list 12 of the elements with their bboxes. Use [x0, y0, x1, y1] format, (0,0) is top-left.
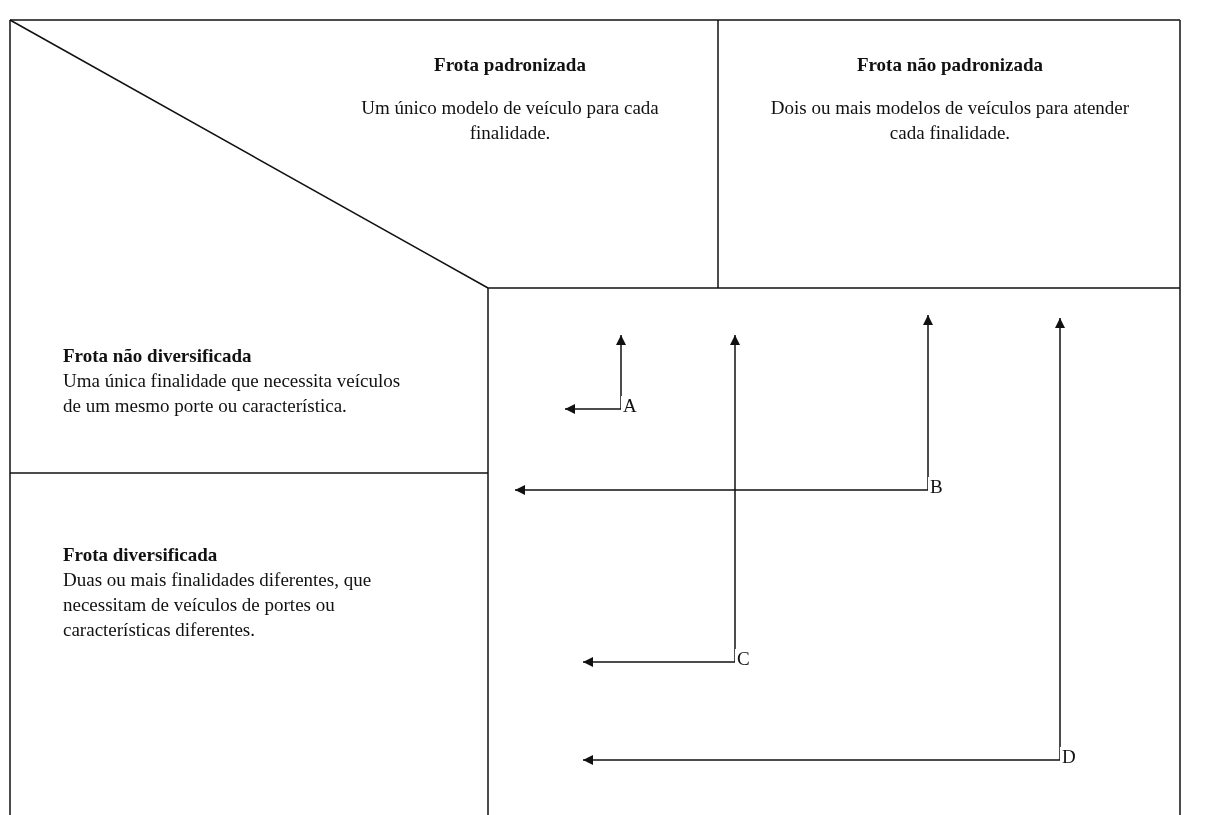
- cell-description: Um único modelo de veículo para cada finalidade.: [360, 96, 660, 145]
- cell-description: Uma única finalidade que necessita veículos de um mesmo porte ou característica.: [63, 369, 402, 418]
- arrow: [564, 404, 622, 414]
- arrow: [514, 485, 929, 495]
- cell-description: Dois ou mais modelos de veículos para atender cada finalidade.: [770, 96, 1130, 145]
- cell-heading: Frota não diversificada: [63, 344, 253, 368]
- cell-heading: Frota diversificada: [63, 543, 219, 567]
- arrow: [582, 755, 1061, 765]
- arrow: [582, 657, 736, 667]
- cell-heading: Frota padronizada: [433, 53, 587, 77]
- cell-description: Duas ou mais finalidades diferentes, que necessitam de veículos de portes ou características diferentes.: [63, 568, 373, 642]
- cell-heading: Frota não padronizada: [855, 53, 1045, 77]
